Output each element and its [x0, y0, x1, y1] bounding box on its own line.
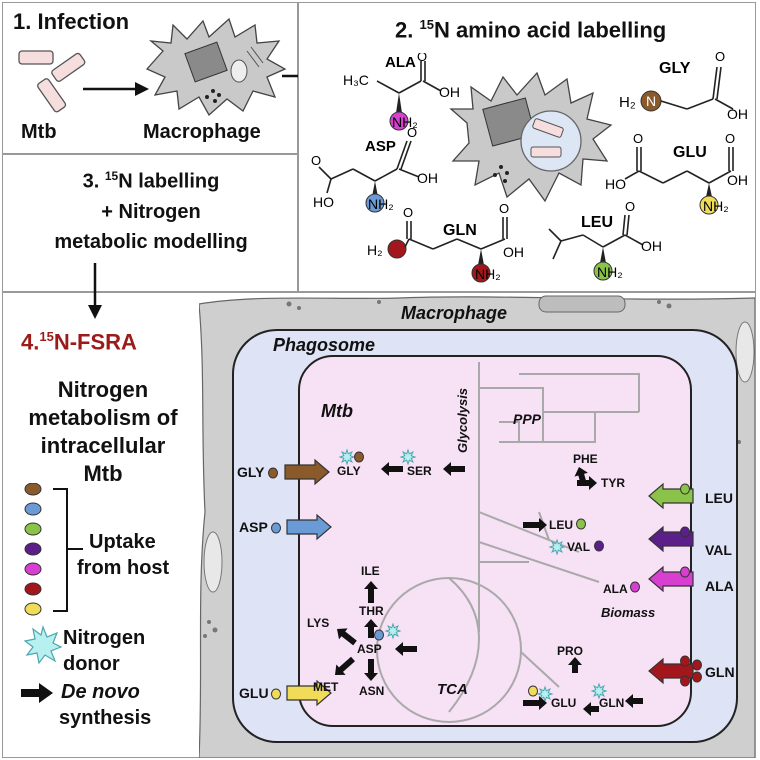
glu-nh: NH₂ — [703, 198, 729, 214]
legend-dot — [24, 562, 42, 576]
panel-labelling: 2. 15N amino acid labelling ALA H₃C O OH… — [298, 2, 756, 292]
legend-dots — [24, 483, 42, 616]
uptake-label-1: Uptake — [89, 531, 156, 553]
gly-name: GLY — [659, 60, 691, 77]
legend-dot — [24, 483, 42, 496]
panel3-line3: metabolic modelling — [54, 231, 248, 253]
panel4-title: 4.15N-FSRA — [21, 329, 137, 355]
panel3-prefix: 3. — [82, 170, 105, 193]
panel3-to-panel4-arrow — [88, 263, 102, 319]
asp-structure: ASP O O OH HO NH₂ — [311, 125, 438, 213]
panel2-heading: 2. 15N amino acid labelling — [395, 17, 666, 43]
glu-structure: GLU O HO O OH NH₂ — [605, 131, 748, 215]
panel3-rest: N labelling — [118, 170, 220, 193]
panel3-line1: 3. 15N labelling — [3, 169, 299, 194]
ala-structure: ALA H₃C O OH NH₂ — [343, 53, 460, 131]
panel3-line2: + Nitrogen — [101, 201, 201, 223]
tca-label: TCA — [437, 681, 468, 698]
panel2-sup: 15 — [419, 17, 434, 32]
gly-oh: OH — [727, 106, 748, 122]
glu-o2: O — [725, 131, 735, 146]
glu-name: GLU — [673, 144, 707, 161]
subtitle-line-4: Mtb — [83, 461, 123, 486]
leu-nh: NH₂ — [597, 264, 623, 280]
donor-label-2: donor — [63, 653, 120, 675]
denovo-label-1: De novo — [61, 681, 140, 703]
subtitle-line-1: Nitrogen — [57, 377, 149, 402]
legend-dot — [24, 502, 42, 516]
gln-oh: OH — [503, 244, 524, 260]
leu-structure: LEU O OH NH₂ — [548, 199, 662, 281]
fsra-diagram — [199, 295, 755, 758]
panel4-title-rest: N-FSRA — [53, 329, 137, 355]
denovo-label-2: synthesis — [59, 707, 152, 729]
panel1-heading: 1. Infection — [13, 9, 130, 34]
phagosome-label: Phagosome — [273, 335, 376, 355]
gln-nh: NH₂ — [475, 266, 501, 282]
leu-o: O — [625, 199, 635, 214]
ala-o: O — [417, 53, 427, 64]
macrophage-region-label: Macrophage — [401, 303, 508, 323]
gly-o: O — [715, 49, 725, 64]
panel-infection: 1. Infection Mtb Macrophage — [2, 2, 298, 154]
glu-oh: OH — [727, 172, 748, 188]
glycolysis-label: Glycolysis — [455, 387, 470, 453]
panel3-sup: 15 — [104, 169, 119, 183]
legend-dot — [24, 582, 42, 596]
panel4-title-sup: 15 — [39, 329, 54, 344]
ala-nh: NH₂ — [392, 114, 418, 130]
macrophage-illustration — [145, 17, 287, 117]
biomass-label: Biomass — [601, 605, 656, 620]
gln-structure: GLN O H₂ O OH NH₂ — [367, 201, 524, 283]
gly-h2: H₂ — [619, 94, 636, 111]
glu-ho: HO — [605, 176, 626, 192]
gly-n: N — [646, 93, 656, 109]
legend-dot — [24, 522, 42, 536]
subtitle-line-2: metabolism of — [28, 405, 178, 430]
gln-o: O — [403, 205, 413, 220]
asp-oh: OH — [417, 170, 438, 186]
leu-name: LEU — [581, 214, 613, 231]
uptake-label-2: from host — [77, 557, 170, 579]
gly-structure: GLY O H₂ N OH — [619, 49, 748, 122]
asp-o: O — [407, 125, 417, 140]
gln-h2: H₂ — [367, 242, 383, 258]
panel-fsra: 4.15N-FSRA Nitrogen metabolism of intrac… — [2, 263, 756, 758]
mtb-label: Mtb — [21, 121, 57, 143]
ala-oh: OH — [439, 84, 460, 100]
denovo-arrow-icon — [21, 683, 53, 703]
glu-o: O — [633, 131, 643, 146]
mtb-bacilli-illustration — [18, 50, 86, 113]
macrophage-label: Macrophage — [143, 121, 261, 143]
ala-group: H₃C — [343, 72, 369, 88]
donor-label-1: Nitrogen — [63, 627, 146, 649]
subtitle-line-3: intracellular — [40, 433, 166, 458]
panel2-prefix: 2. — [395, 17, 420, 43]
mtb-cell-label: Mtb — [321, 401, 353, 421]
legend-dot — [24, 602, 42, 616]
ala-name: ALA — [385, 54, 416, 71]
nitrogen-donor-icon — [23, 625, 63, 665]
legend-dot — [24, 542, 42, 556]
panel4-title-prefix: 4. — [21, 329, 40, 355]
asp-ho: HO — [313, 194, 334, 210]
panel-modelling: 3. 15N labelling + Nitrogen metabolic mo… — [2, 154, 298, 292]
asp-o2: O — [311, 153, 321, 168]
labelled-macrophage-illustration — [449, 71, 613, 203]
ppp-label: PPP — [513, 411, 542, 427]
gln-o2: O — [499, 201, 509, 216]
gln-name: GLN — [443, 222, 477, 239]
infection-arrow — [83, 82, 149, 96]
asp-nh: NH₂ — [368, 196, 394, 212]
leu-oh: OH — [641, 238, 662, 254]
asp-name: ASP — [365, 138, 396, 155]
panel2-rest: N amino acid labelling — [433, 17, 667, 43]
uptake-legend — [24, 483, 83, 616]
